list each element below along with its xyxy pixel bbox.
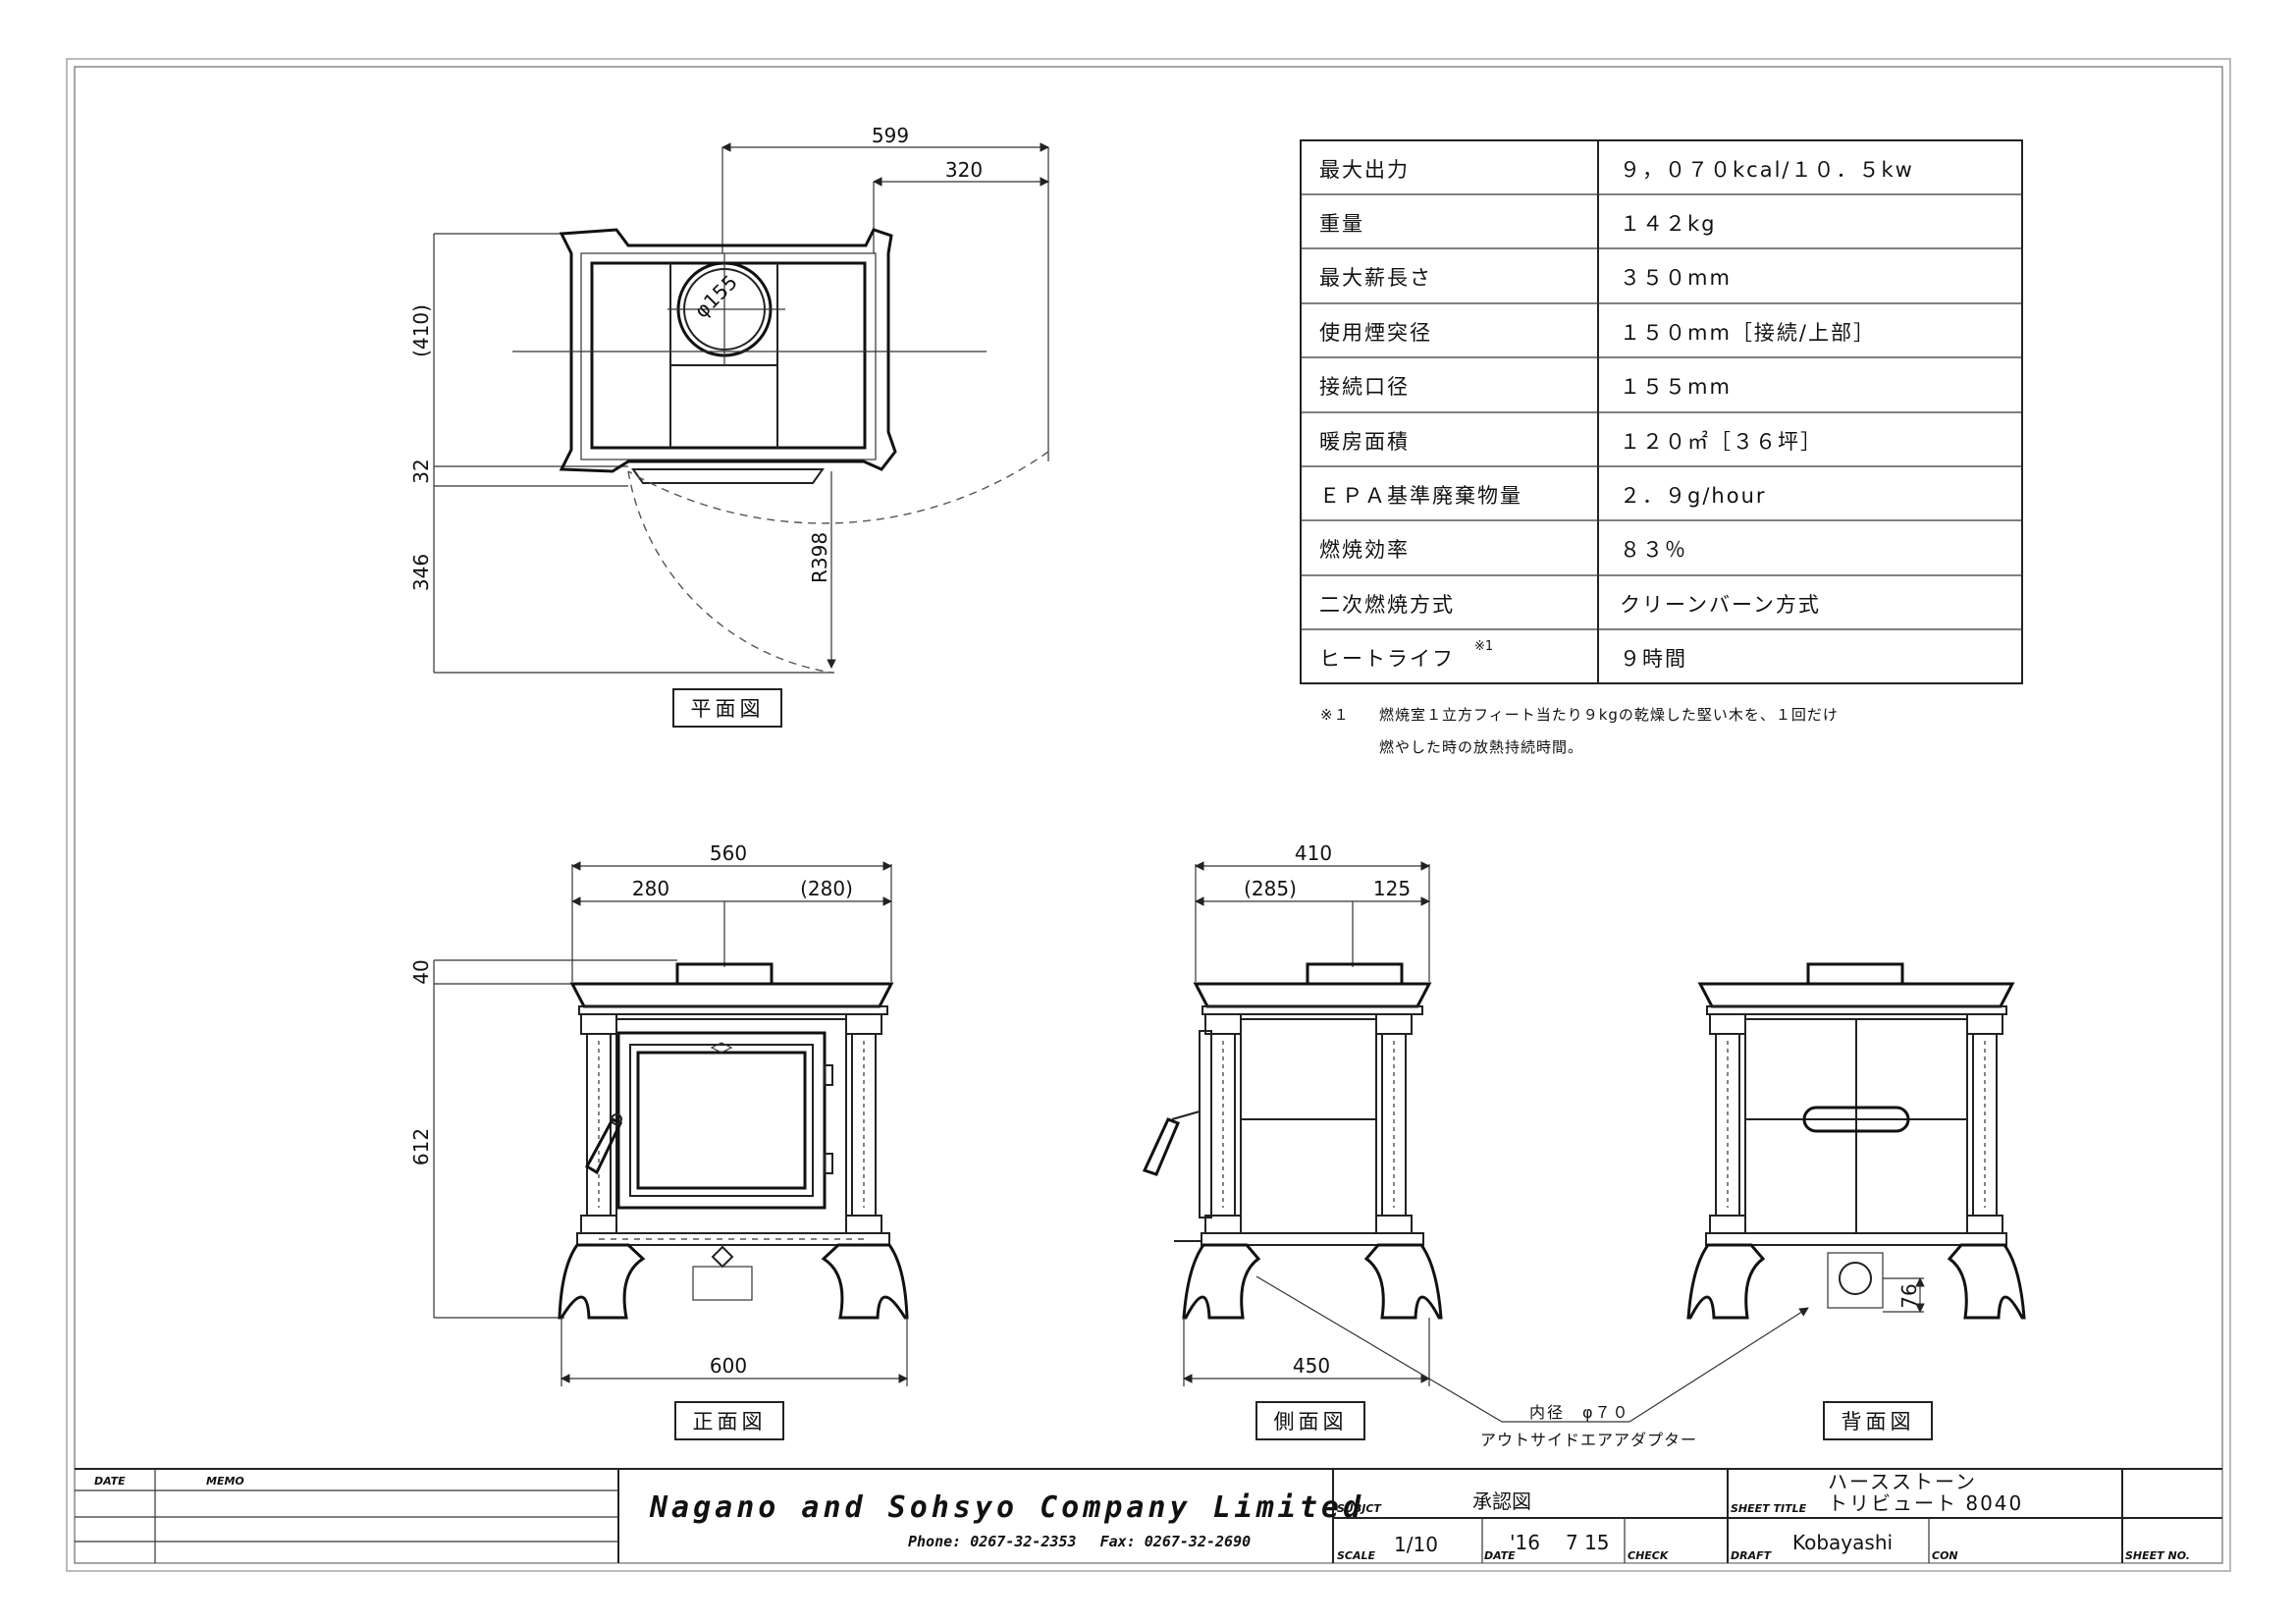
con-header: CON <box>1932 1549 1958 1562</box>
dim-rear-adapter: 76 <box>1897 1283 1921 1308</box>
date-month-day: 7 15 <box>1566 1531 1610 1554</box>
sheet-title-line2: トリビュート 8040 <box>1828 1491 2023 1515</box>
spec-value: ３５０mm <box>1620 266 1732 290</box>
title-block: DATE MEMO Nagano and Sohsyo Company Limi… <box>75 1468 2222 1563</box>
adapter-name: アウトサイドエアアダプター <box>1480 1431 1697 1449</box>
front-view-label: 正面図 <box>693 1410 767 1434</box>
dim-plan-depth: (410) <box>409 304 433 357</box>
spec-table: 最大出力 ９，０７０kcal/１０．５kw 重量 １４２kg 最大薪長さ ３５０… <box>1300 139 2023 756</box>
dim-plan-gap: 32 <box>409 459 433 483</box>
dim-side-base: 450 <box>1293 1354 1330 1378</box>
side-view: 410 (285) 125 450 側面図 <box>1142 841 1443 1440</box>
date2-header: DATE <box>1484 1549 1516 1562</box>
dim-front-base: 600 <box>710 1354 747 1378</box>
plan-view-label: 平面図 <box>691 697 765 721</box>
company-name: Nagano and Sohsyo Company Limited <box>649 1490 1364 1525</box>
spec-value: ９，０７０kcal/１０．５kw <box>1620 158 1914 182</box>
spec-label: 燃焼効率 <box>1319 538 1410 562</box>
check-header: CHECK <box>1628 1549 1670 1562</box>
spec-value: クリーンバーン方式 <box>1620 593 1821 617</box>
scale-value: 1/10 <box>1394 1533 1438 1556</box>
spec-value: １４２kg <box>1620 212 1717 236</box>
front-view: 560 280 (280) 40 612 <box>409 841 909 1440</box>
spec-label: 接続口径 <box>1319 375 1410 399</box>
outer-frame <box>66 58 2231 1572</box>
plan-view: 599 320 (410) 32 346 φ155 R398 平面図 <box>409 124 1049 728</box>
note-mark: ※１ <box>1320 706 1350 724</box>
dim-front-top-h: 40 <box>409 959 433 984</box>
dim-front-body-h: 612 <box>409 1128 433 1165</box>
dim-side-depth: 410 <box>1295 841 1332 865</box>
adapter-diameter: 内径 φ７０ <box>1529 1403 1630 1422</box>
spec-footnote-mark: ※1 <box>1474 639 1493 654</box>
draft-value: Kobayashi <box>1792 1531 1893 1554</box>
dim-side-front: 125 <box>1373 877 1411 900</box>
note-line: 燃焼室１立方フィート当たり９kgの乾燥した堅い木を、１回だけ <box>1379 706 1839 724</box>
scale-header: SCALE <box>1337 1549 1376 1562</box>
spec-label: ＥＰＡ基準廃棄物量 <box>1319 484 1522 508</box>
inner-frame <box>74 66 2223 1564</box>
rear-view-label: 背面図 <box>1842 1410 1915 1434</box>
dim-plan-half: 320 <box>945 158 983 182</box>
note-line: 燃やした時の放熱持続時間。 <box>1379 738 1583 756</box>
sheet-title-line1: ハースストーン <box>1828 1470 1977 1493</box>
subject-value: 承認図 <box>1472 1489 1531 1513</box>
spec-value: １５０mm［接続/上部］ <box>1620 321 1876 345</box>
spec-label: 二次燃焼方式 <box>1319 593 1455 617</box>
spec-label: 最大出力 <box>1319 158 1410 182</box>
dim-plan-width: 599 <box>872 124 909 147</box>
spec-value: ２．９g/hour <box>1620 484 1767 508</box>
spec-value: １２０㎡［３６坪］ <box>1620 430 1823 454</box>
spec-value: １５５mm <box>1620 375 1732 399</box>
rear-view: 76 背面図 <box>1686 962 2026 1440</box>
spec-label: 使用煙突径 <box>1319 321 1432 345</box>
subject-header: SUBJCT <box>1337 1502 1382 1515</box>
dim-front-left: 280 <box>632 877 669 900</box>
dim-side-rear: (285) <box>1244 877 1297 900</box>
sheet-no-header: SHEET NO. <box>2125 1549 2190 1562</box>
spec-value: ９時間 <box>1620 647 1687 671</box>
spec-label: 重量 <box>1319 212 1364 236</box>
dim-plan-swing: 346 <box>409 554 433 591</box>
spec-label: 暖房面積 <box>1319 430 1410 454</box>
company-phone: Phone: 0267-32-2353 Fax: 0267-32-2690 <box>908 1533 1251 1550</box>
date-year: '16 <box>1510 1531 1540 1554</box>
draft-header: DRAFT <box>1731 1549 1773 1562</box>
spec-label: 最大薪長さ <box>1319 266 1432 290</box>
dim-front-right: (280) <box>800 877 853 900</box>
side-view-label: 側面図 <box>1274 1410 1348 1434</box>
adapter-callout: 内径 φ７０ アウトサイドエアアダプター <box>1255 1275 1809 1449</box>
dim-front-width: 560 <box>710 841 747 865</box>
date-header: DATE <box>94 1475 126 1488</box>
memo-header: MEMO <box>206 1475 244 1488</box>
plan-radius: R398 <box>808 532 831 583</box>
spec-label: ヒートライフ <box>1319 647 1455 671</box>
sheet-title-header: SHEET TITLE <box>1731 1502 1807 1515</box>
spec-value: ８３％ <box>1620 538 1687 562</box>
